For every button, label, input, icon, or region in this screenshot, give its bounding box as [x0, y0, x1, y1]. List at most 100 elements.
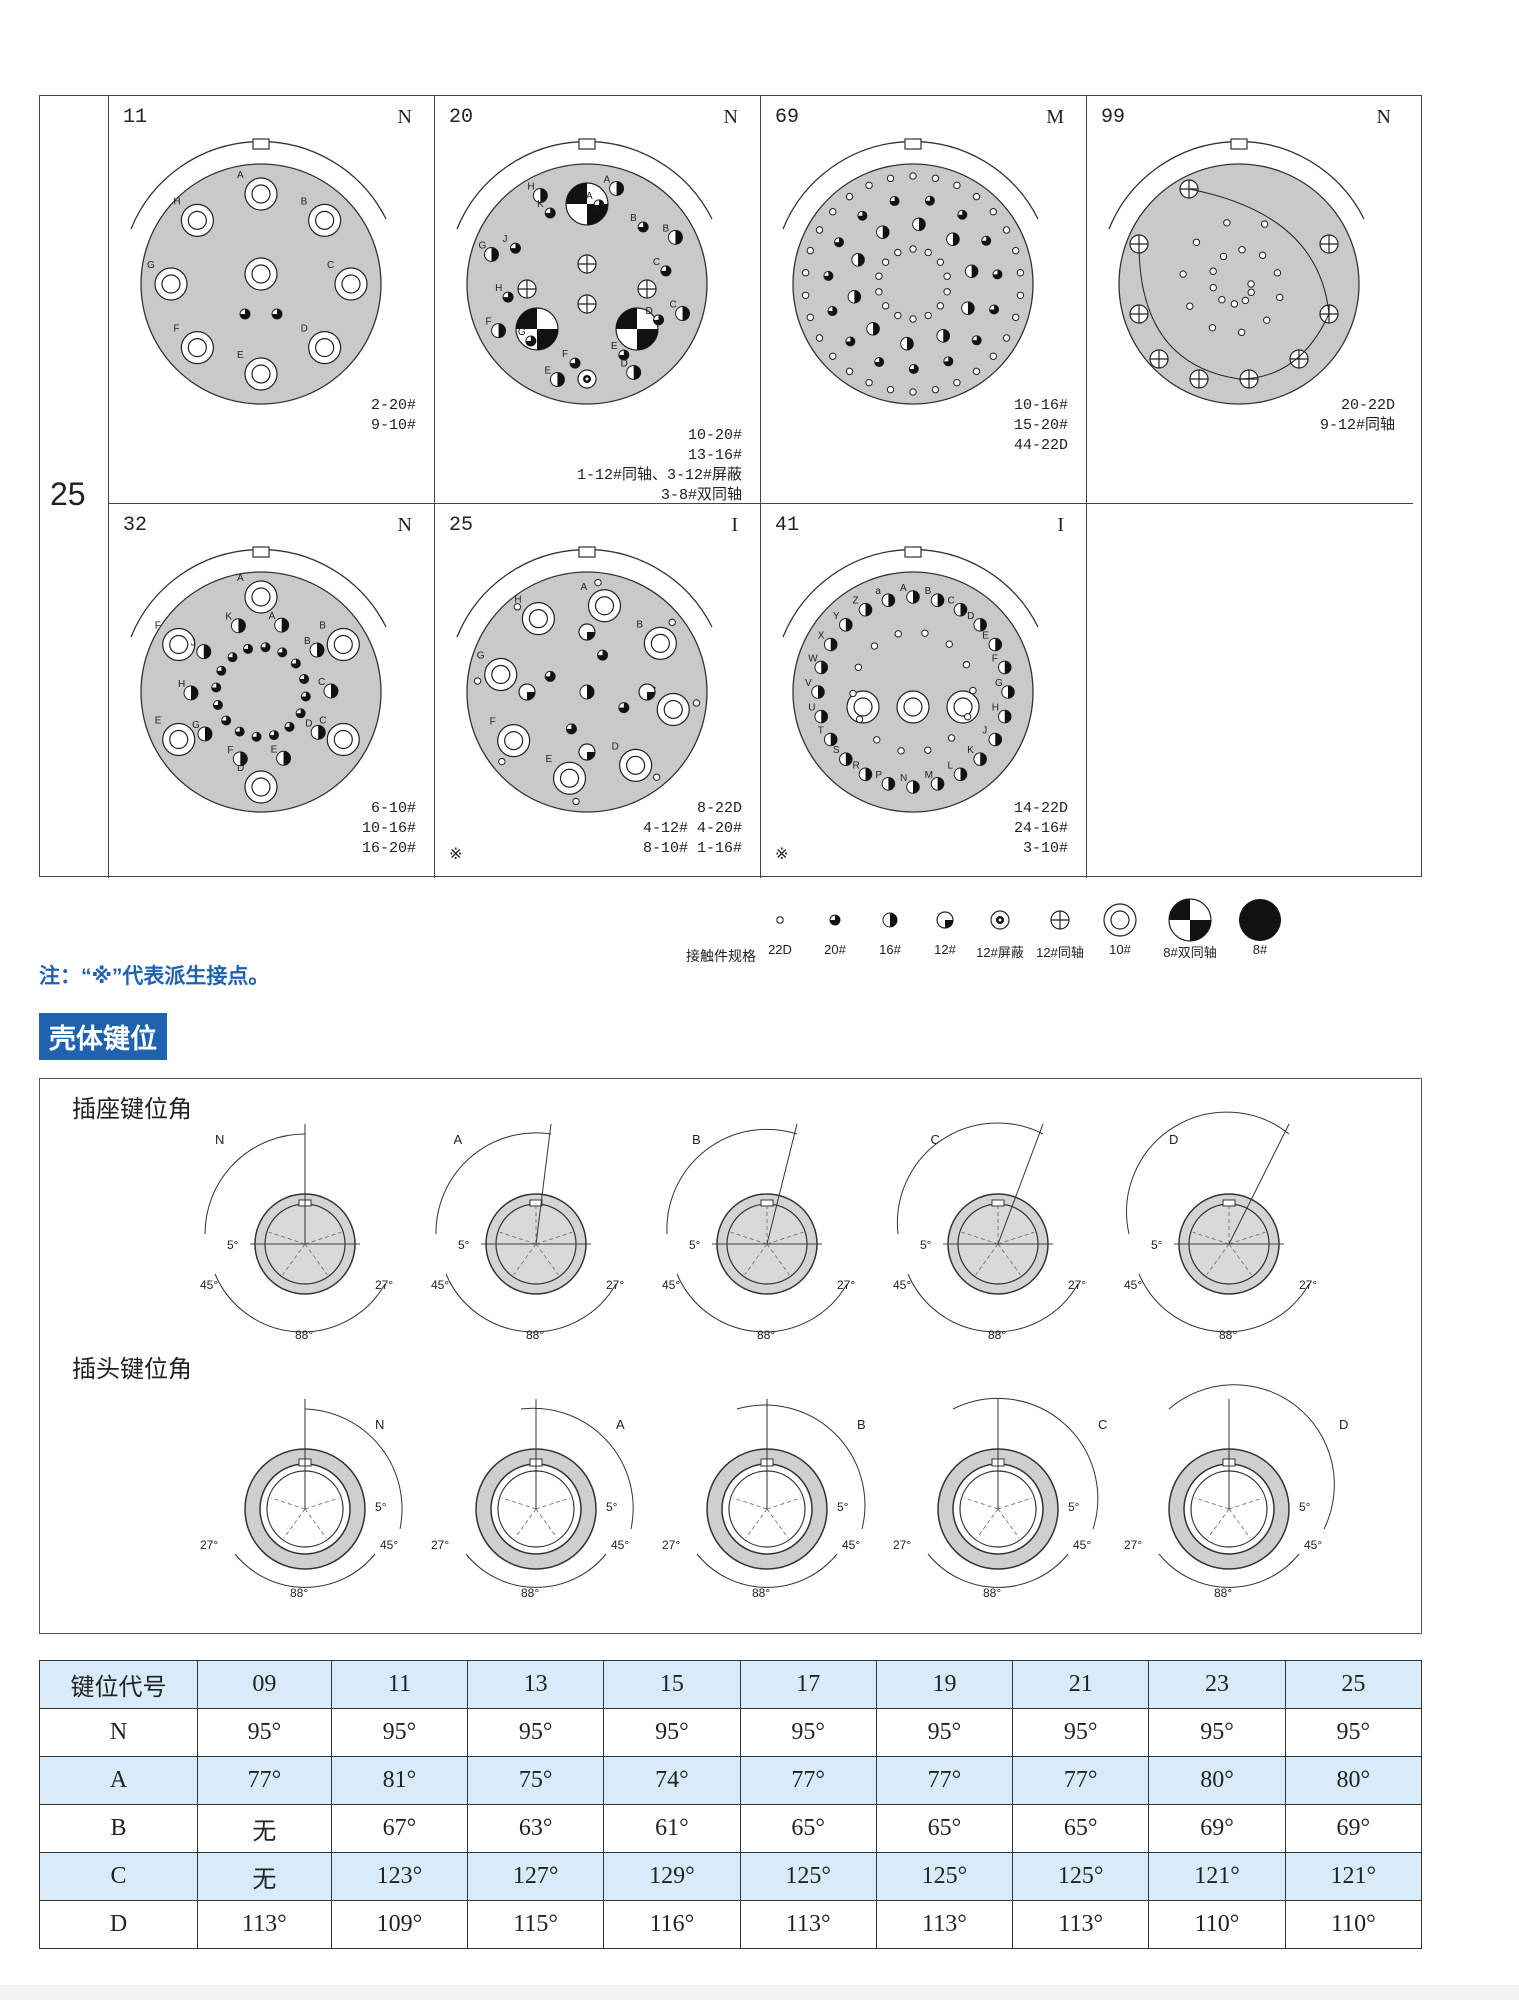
svg-text:27°: 27° — [606, 1278, 624, 1292]
table-cell: 95° — [197, 1708, 332, 1757]
svg-text:B: B — [304, 636, 311, 647]
svg-text:M: M — [925, 770, 933, 781]
svg-text:A: A — [604, 174, 611, 185]
svg-text:E: E — [982, 631, 989, 642]
table-header-cell: 21 — [1012, 1660, 1150, 1709]
svg-text:27°: 27° — [1124, 1538, 1142, 1552]
table-cell: 65° — [739, 1804, 877, 1853]
svg-text:G: G — [995, 678, 1003, 689]
legend-item: 8# — [1225, 899, 1295, 957]
svg-text:45°: 45° — [380, 1538, 398, 1552]
svg-text:D: D — [612, 741, 619, 752]
svg-text:27°: 27° — [1068, 1278, 1086, 1292]
svg-text:K: K — [225, 612, 232, 623]
svg-text:A: A — [900, 583, 907, 594]
svg-text:a: a — [875, 586, 881, 597]
svg-text:Z: Z — [853, 596, 859, 607]
derived-contact-note: 注：“※”代表派生接点。 — [39, 965, 270, 988]
svg-text:C: C — [1098, 1417, 1107, 1432]
table-cell: 65° — [875, 1804, 1014, 1853]
shell-size-cell: 25 — [40, 96, 109, 878]
legend-symbol — [1168, 898, 1212, 942]
legend-item: 8#双同轴 — [1155, 898, 1225, 961]
receptacle-keying-title: 插座键位角 — [72, 1097, 192, 1123]
keying-letter: N — [397, 514, 412, 536]
legend-title: 接触件规格 — [686, 948, 756, 964]
svg-text:45°: 45° — [431, 1278, 449, 1292]
row-key-cell: A — [39, 1756, 198, 1805]
svg-text:E: E — [155, 716, 162, 727]
svg-text:J: J — [191, 638, 196, 649]
svg-text:F: F — [173, 324, 179, 335]
table-header-cell: 键位代号 — [39, 1660, 198, 1709]
svg-text:G: G — [192, 720, 200, 731]
svg-text:88°: 88° — [1214, 1586, 1232, 1600]
keying-letter: N — [397, 106, 412, 128]
svg-text:88°: 88° — [757, 1328, 775, 1342]
table-cell: 95° — [1148, 1708, 1286, 1757]
svg-text:D: D — [1339, 1417, 1348, 1432]
table-cell: 65° — [1012, 1804, 1150, 1853]
svg-text:A: A — [237, 573, 244, 584]
table-cell: 74° — [603, 1756, 741, 1805]
svg-text:F: F — [562, 349, 568, 360]
svg-text:45°: 45° — [1124, 1278, 1142, 1292]
svg-text:F: F — [227, 745, 233, 756]
table-cell: 63° — [467, 1804, 605, 1853]
svg-text:5°: 5° — [1299, 1500, 1311, 1514]
table-cell: 95° — [1012, 1708, 1150, 1757]
row-key-cell: N — [39, 1708, 198, 1757]
table-cell: 113° — [875, 1900, 1014, 1949]
svg-text:F: F — [486, 317, 492, 328]
table-cell: 121° — [1148, 1852, 1286, 1901]
svg-text:C: C — [931, 1132, 940, 1147]
svg-text:45°: 45° — [1073, 1538, 1091, 1552]
table-cell: 125° — [739, 1852, 877, 1901]
svg-text:C: C — [948, 596, 955, 607]
svg-text:T: T — [818, 726, 824, 737]
table-header-cell: 11 — [330, 1660, 469, 1709]
svg-text:88°: 88° — [1219, 1328, 1237, 1342]
svg-text:D: D — [305, 718, 312, 729]
svg-text:27°: 27° — [375, 1278, 393, 1292]
row-key-cell: D — [39, 1900, 198, 1949]
svg-text:88°: 88° — [295, 1328, 313, 1342]
svg-text:45°: 45° — [662, 1278, 680, 1292]
table-cell: 129° — [603, 1852, 741, 1901]
svg-text:B: B — [925, 586, 932, 597]
legend-symbol — [936, 911, 954, 929]
table-cell: 77° — [875, 1756, 1014, 1805]
legend-symbol — [1103, 903, 1137, 937]
svg-text:88°: 88° — [752, 1586, 770, 1600]
table-header-cell: 09 — [197, 1660, 332, 1709]
table-header-cell: 19 — [875, 1660, 1014, 1709]
legend-item: 12#同轴 — [1025, 900, 1095, 961]
contact-spec: 6-10#10-16#16-20# — [361, 800, 416, 857]
table-cell: 109° — [330, 1900, 469, 1949]
svg-text:A: A — [269, 611, 276, 622]
table-cell: 95° — [330, 1708, 469, 1757]
table-cell: 121° — [1284, 1852, 1423, 1901]
legend-item: 12#屏蔽 — [965, 900, 1035, 961]
svg-text:E: E — [546, 754, 553, 765]
arrangement-code: 99 — [1101, 106, 1126, 129]
svg-text:5°: 5° — [458, 1238, 470, 1252]
table-cell: 61° — [603, 1804, 741, 1853]
svg-text:5°: 5° — [1068, 1500, 1080, 1514]
svg-text:P: P — [875, 770, 882, 781]
shell-size-label: 25 — [50, 476, 86, 512]
table-cell: 80° — [1148, 1756, 1286, 1805]
svg-text:A: A — [454, 1132, 463, 1147]
svg-text:H: H — [527, 182, 534, 193]
table-cell: 95° — [603, 1708, 741, 1757]
svg-text:88°: 88° — [290, 1586, 308, 1600]
svg-text:R: R — [853, 760, 860, 771]
arrangement-code: 32 — [123, 514, 148, 537]
